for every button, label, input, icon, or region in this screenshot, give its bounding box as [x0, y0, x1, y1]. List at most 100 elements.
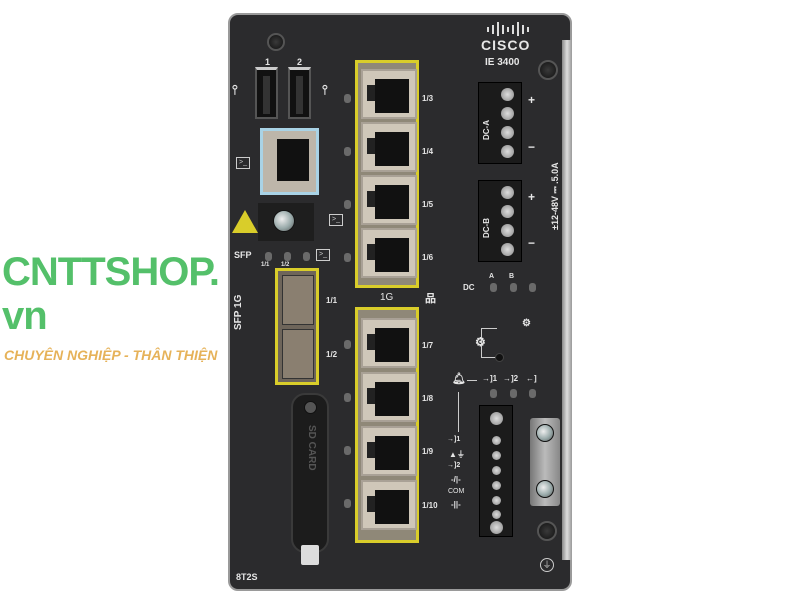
- gear-icon: ⚙: [522, 318, 531, 329]
- ground-bracket: [530, 418, 560, 506]
- sfp-port-label: 1/1: [326, 296, 338, 305]
- sd-card-cover[interactable]: SD CARD: [291, 393, 329, 553]
- polarity-label: +: [528, 190, 536, 204]
- port-label: 1/7: [422, 341, 434, 350]
- alarm-in-2-icon: →]2: [503, 374, 519, 383]
- dc-led-id: B: [509, 273, 515, 280]
- power-terminal-dc-a[interactable]: [478, 82, 522, 164]
- screw-plate: [258, 203, 314, 241]
- alarm-in-number: 1: [456, 436, 461, 443]
- alarm-in-number: 1: [492, 374, 498, 383]
- dc-led-b: [510, 283, 517, 292]
- watermark-slogan: CHUYÊN NGHIỆP - THÂN THIỆN: [4, 347, 218, 363]
- port-led: [344, 253, 351, 262]
- port-label: 1/4: [422, 147, 434, 156]
- sfp-led-port-label: 1/2: [281, 262, 290, 268]
- port-label: 1/5: [422, 200, 434, 209]
- port-led: [344, 499, 351, 508]
- mount-screw-icon: [537, 521, 557, 541]
- din-rail-edge: [562, 40, 572, 560]
- express-setup-button[interactable]: [495, 353, 504, 362]
- usb-icon: ⫯: [232, 82, 238, 97]
- alarm-in-number: 2: [456, 462, 461, 469]
- console-icon: >_: [329, 214, 343, 226]
- power-input-label: DC-B: [482, 218, 491, 238]
- port-label: 1/8: [422, 394, 434, 403]
- sfp-port-1[interactable]: [282, 275, 314, 325]
- ethernet-port-1-5[interactable]: [361, 175, 417, 225]
- alarm-led-out: [529, 389, 536, 398]
- brand-logo: CISCO: [481, 37, 531, 53]
- alarm-led-1: [490, 389, 497, 398]
- sfp-cage: [275, 268, 319, 385]
- variant-label: 8T2S: [236, 572, 258, 582]
- alarm-in-1-icon: →]1: [447, 436, 461, 443]
- ethernet-port-1-7[interactable]: [361, 318, 417, 368]
- ethernet-group-top: [355, 60, 419, 288]
- bell-icon: 🔔︎: [452, 373, 466, 385]
- port-label: 1/10: [422, 501, 438, 510]
- sfp-cage-label: SFP 1G: [233, 294, 244, 330]
- speed-label: 1G: [380, 292, 394, 303]
- sfp-port-2[interactable]: [282, 329, 314, 379]
- sfp-led-2: [284, 252, 291, 261]
- sfp-led-port-label: 1/1: [261, 262, 270, 268]
- com-label: COM: [448, 488, 465, 495]
- dc-led-id: A: [489, 273, 495, 280]
- alarm-in-number: 2: [513, 374, 519, 383]
- polarity-label: −: [528, 236, 536, 250]
- usb-label-2: 2: [297, 57, 303, 67]
- relay-no-icon: -||-: [451, 500, 461, 509]
- mount-screw-icon: [538, 60, 558, 80]
- ethernet-port-1-8[interactable]: [361, 372, 417, 422]
- port-led: [344, 147, 351, 156]
- cisco-logo-bars: [480, 22, 536, 36]
- power-input-label: DC-A: [482, 120, 491, 140]
- ethernet-port-1-6[interactable]: [361, 228, 417, 278]
- ethernet-group-bottom: [355, 307, 419, 543]
- alarm-in-2-icon: →]2: [447, 462, 461, 469]
- divider: [458, 392, 459, 432]
- bell-ground-icon: ▲⏚: [449, 450, 465, 459]
- polarity-label: +: [528, 93, 536, 107]
- ethernet-port-1-9[interactable]: [361, 426, 417, 476]
- usb-port-2[interactable]: [288, 67, 311, 119]
- console-port[interactable]: [260, 128, 319, 195]
- alarm-terminal-block[interactable]: [479, 405, 513, 537]
- sfp-port-label: 1/2: [326, 350, 338, 359]
- sfp-led-label: SFP: [234, 250, 252, 260]
- alarm-in-1-icon: →]1: [482, 374, 498, 383]
- console-icon: >_: [236, 157, 250, 169]
- usb-icon: ⫯: [322, 82, 328, 97]
- sd-card-latch[interactable]: [301, 545, 319, 565]
- port-label: 1/9: [422, 447, 434, 456]
- model-label: IE 3400: [485, 57, 520, 68]
- dc-led-label: DC: [463, 283, 475, 292]
- mount-screw-icon: [267, 33, 285, 51]
- express-setup-bracket: [481, 328, 497, 358]
- usb-port-1[interactable]: [255, 67, 278, 119]
- watermark-brand: CNTTSHOP.vn: [2, 250, 220, 338]
- port-led: [344, 446, 351, 455]
- warning-icon: [232, 210, 258, 233]
- port-label: 1/3: [422, 94, 434, 103]
- port-led: [344, 340, 351, 349]
- port-led: [344, 200, 351, 209]
- ethernet-port-1-4[interactable]: [361, 122, 417, 172]
- ground-icon: ⏚: [540, 558, 554, 572]
- gear-icon: ⚙: [475, 335, 486, 349]
- sd-card-label: SD CARD: [306, 425, 317, 471]
- console-led: [303, 252, 310, 261]
- port-led: [344, 393, 351, 402]
- power-rating: ±12-48V ⎓ .5.0A: [550, 162, 560, 230]
- status-led: [529, 283, 536, 292]
- alarm-out-icon: ←]: [526, 374, 537, 383]
- ethernet-port-1-3[interactable]: [361, 69, 417, 119]
- dc-led-a: [490, 283, 497, 292]
- ethernet-port-1-10[interactable]: [361, 480, 417, 530]
- relay-nc-icon: -/|-: [451, 475, 461, 484]
- power-terminal-dc-b[interactable]: [478, 180, 522, 262]
- port-led: [344, 94, 351, 103]
- sfp-led-1: [265, 252, 272, 261]
- port-label: 1/6: [422, 253, 434, 262]
